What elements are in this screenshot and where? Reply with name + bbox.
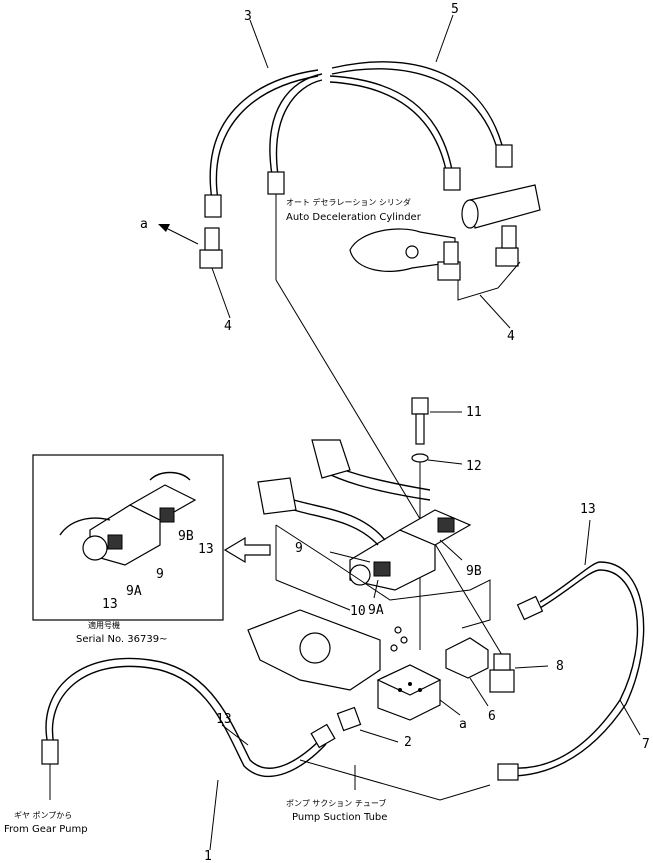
inset-label-9a: 9A <box>126 584 142 599</box>
suction-caption-jp: ポンプ サクション チューブ <box>286 798 386 808</box>
cylinder-caption-en: Auto Deceleration Cylinder <box>286 212 422 223</box>
label-11: 11 <box>466 405 482 420</box>
inset-label-9b: 9B <box>178 529 194 544</box>
label-13-lower: 13 <box>216 712 232 727</box>
serial-caption-jp: 適用号機 <box>88 620 120 630</box>
hose-5 <box>329 61 513 191</box>
label-9b: 9B <box>466 564 482 579</box>
inset-label-13-bottom: 13 <box>102 597 118 612</box>
auto-deceleration-cylinder <box>349 184 541 329</box>
inset-box <box>32 454 224 621</box>
elbow-8 <box>489 653 549 693</box>
inset-arrow <box>223 536 271 564</box>
union-2 <box>336 706 399 743</box>
inset-label-9: 9 <box>156 567 164 582</box>
bracket-plate <box>247 609 381 691</box>
label-2: 2 <box>404 735 412 750</box>
label-a-block: a <box>459 717 467 732</box>
label-4-left: 4 <box>224 319 232 334</box>
label-8: 8 <box>556 659 564 674</box>
pump-caption-jp: ギヤ ポンプから <box>14 811 72 820</box>
label-5: 5 <box>451 2 459 17</box>
label-6: 6 <box>488 709 496 724</box>
label-4-right: 4 <box>507 329 515 344</box>
elbow-4-left <box>158 224 231 319</box>
inset-label-13-top: 13 <box>198 542 214 557</box>
bolt-11 <box>411 397 462 445</box>
label-a-left: a <box>140 217 148 232</box>
label-3: 3 <box>244 9 252 24</box>
label-7: 7 <box>642 737 650 752</box>
label-13-right: 13 <box>580 502 596 517</box>
label-9: 9 <box>295 541 303 556</box>
label-1: 1 <box>204 849 212 863</box>
orings-10 <box>390 626 408 652</box>
cylinder-caption-jp: オート デセラレーション シリンダ <box>286 197 411 207</box>
serial-caption-en: Serial No. 36739~ <box>76 634 167 645</box>
pump-caption-en: From Gear Pump <box>4 824 88 835</box>
label-12: 12 <box>466 459 482 474</box>
hose-7 <box>497 519 645 781</box>
valve-assembly <box>257 439 491 629</box>
label-10: 10 <box>350 604 366 619</box>
label-9a: 9A <box>368 603 384 618</box>
hose-1 <box>41 657 336 851</box>
block <box>376 664 461 721</box>
elbow-6 <box>445 637 489 707</box>
suction-caption-en: Pump Suction Tube <box>292 812 387 823</box>
hose-3 <box>204 69 323 218</box>
